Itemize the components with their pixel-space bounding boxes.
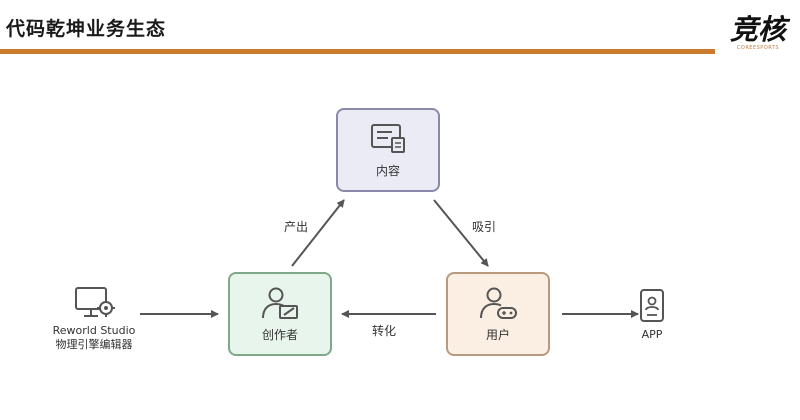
edge-label-produce: 产出 [284, 220, 309, 234]
person-edit-icon [262, 287, 298, 319]
node-user-label: 用户 [485, 327, 510, 342]
app-endpoint: APP [620, 288, 684, 342]
app-label: APP [641, 328, 663, 341]
node-creator-label: 创作者 [261, 327, 298, 342]
app-phone-icon [640, 289, 664, 322]
studio-label-line2: 物理引擎编辑器 [55, 338, 133, 351]
arrow-content-to-user [433, 199, 489, 267]
monitor-gear-icon [75, 287, 115, 317]
edge-label-attract: 吸引 [472, 220, 497, 234]
node-content: 内容 [336, 108, 440, 192]
arrow-creator-to-content [291, 199, 345, 267]
node-user: 用户 [446, 272, 550, 356]
studio-label-line1: Reworld Studio [52, 324, 136, 337]
node-content-label: 内容 [375, 163, 400, 178]
page-title: 代码乾坤业务生态 [6, 18, 167, 40]
person-gamepad-icon [480, 287, 517, 319]
logo-mark: 竞核 [729, 13, 786, 46]
header-divider [0, 49, 715, 54]
document-icon [371, 123, 405, 153]
studio-editor: Reworld Studio 物理引擎编辑器 [34, 286, 154, 352]
node-creator: 创作者 [228, 272, 332, 356]
logo: 竞核 COREESPORTS [718, 14, 798, 58]
edge-label-convert: 转化 [372, 324, 397, 338]
logo-subtext: COREESPORTS [736, 45, 780, 51]
